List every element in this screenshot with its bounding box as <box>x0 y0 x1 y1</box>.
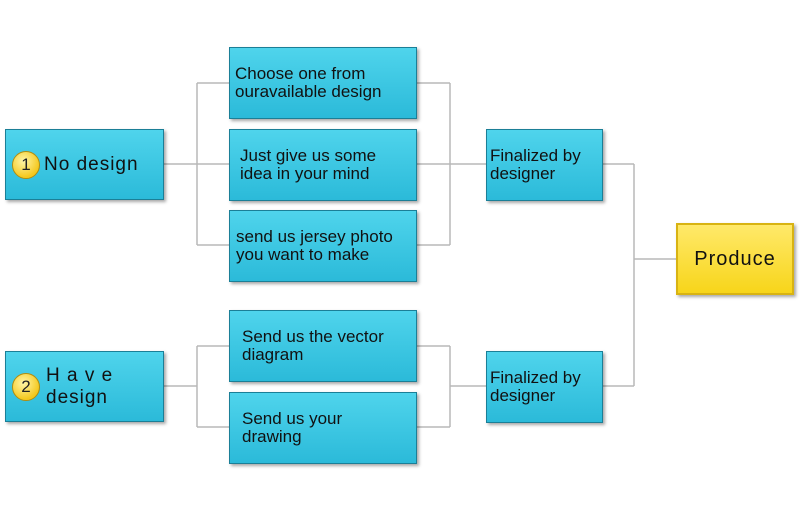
option-label: send us jersey photo you want to make <box>236 227 393 264</box>
option-label: Choose one from ouravailable design <box>235 64 382 101</box>
option-vector-diagram-box: Send us the vector diagram <box>229 310 417 382</box>
no-design-box: 1 No design <box>5 129 164 200</box>
finalized-by-designer-box-1: Finalized by designer <box>486 129 603 201</box>
no-design-label: No design <box>44 153 139 175</box>
produce-label: Produce <box>694 247 776 270</box>
step-number-badge: 1 <box>12 150 40 179</box>
option-drawing-box: Send us your drawing <box>229 392 417 464</box>
have-design-box: 2 H a v e design <box>5 351 164 422</box>
option-give-idea-box: Just give us some idea in your mind <box>229 129 417 201</box>
option-choose-design-box: Choose one from ouravailable design <box>229 47 417 119</box>
have-design-label: H a v e design <box>46 364 114 408</box>
finalize-label: Finalized by designer <box>490 146 581 183</box>
option-send-photo-box: send us jersey photo you want to make <box>229 210 417 282</box>
finalize-label: Finalized by designer <box>490 368 581 405</box>
option-label: Send us the vector diagram <box>242 327 384 364</box>
option-label: Send us your drawing <box>242 409 343 446</box>
produce-box: Produce <box>676 223 794 295</box>
option-label: Just give us some idea in your mind <box>240 146 377 183</box>
step-number-badge: 2 <box>12 372 40 401</box>
finalized-by-designer-box-2: Finalized by designer <box>486 351 603 423</box>
